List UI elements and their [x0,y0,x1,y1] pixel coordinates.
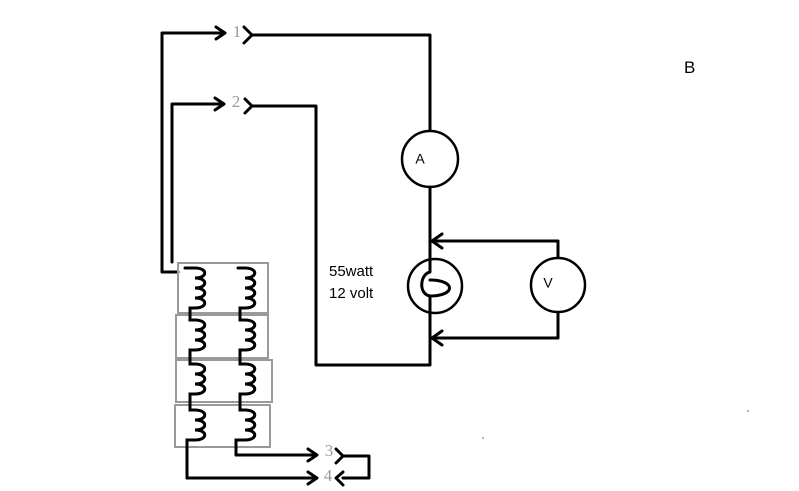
lamp [406,257,464,315]
terminal-3-label: 3 [325,441,334,460]
voltmeter-branch [428,232,560,347]
lamp-voltage-label: 12 volt [329,285,374,302]
coil-section-2 [175,314,269,359]
coil-section-3 [175,359,273,403]
wire-terminal-2 [170,96,432,367]
stray-dot [747,410,749,412]
left-winding [183,266,207,480]
lamp-power-label: 55watt [329,263,374,280]
wire-terminal-3 [234,447,371,480]
terminal-1-label: 1 [233,22,242,41]
stray-dot [482,437,484,439]
wire-terminal-4 [185,470,345,487]
coil-section-4 [174,404,271,448]
wire-terminal-1 [160,25,432,274]
voltmeter: V [529,256,587,314]
ammeter: A [400,129,460,189]
terminal-2-label: 2 [232,92,241,111]
coil-block [174,262,273,480]
voltmeter-label: V [543,275,553,291]
right-winding [234,266,257,457]
corner-label-b: B [684,58,695,77]
terminal-4-label: 4 [324,466,333,485]
ammeter-label: A [415,151,425,167]
coil-section-1 [177,262,269,314]
